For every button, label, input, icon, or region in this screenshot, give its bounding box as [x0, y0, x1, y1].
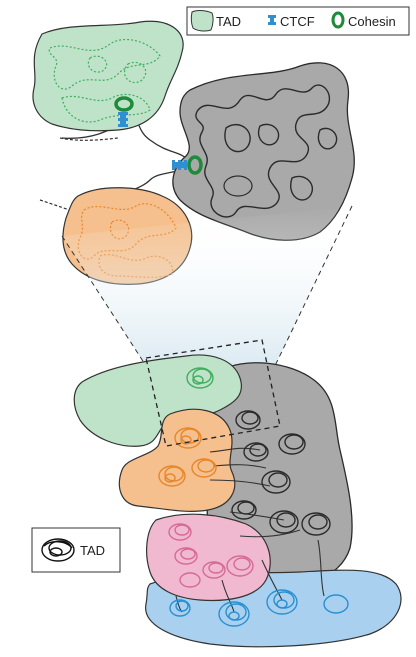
tad-key-box: TAD: [32, 528, 120, 572]
legend-tad-label: TAD: [216, 14, 241, 29]
legend-tad-icon: [191, 10, 213, 31]
tad-green-top: [33, 21, 183, 130]
region-pink-bottom: [147, 514, 271, 600]
legend-box: TAD CTCF Cohesin: [187, 7, 409, 35]
legend-ctcf-label: CTCF: [280, 14, 315, 29]
tad-key-label: TAD: [80, 543, 105, 558]
legend-cohesin-label: Cohesin: [348, 14, 396, 29]
